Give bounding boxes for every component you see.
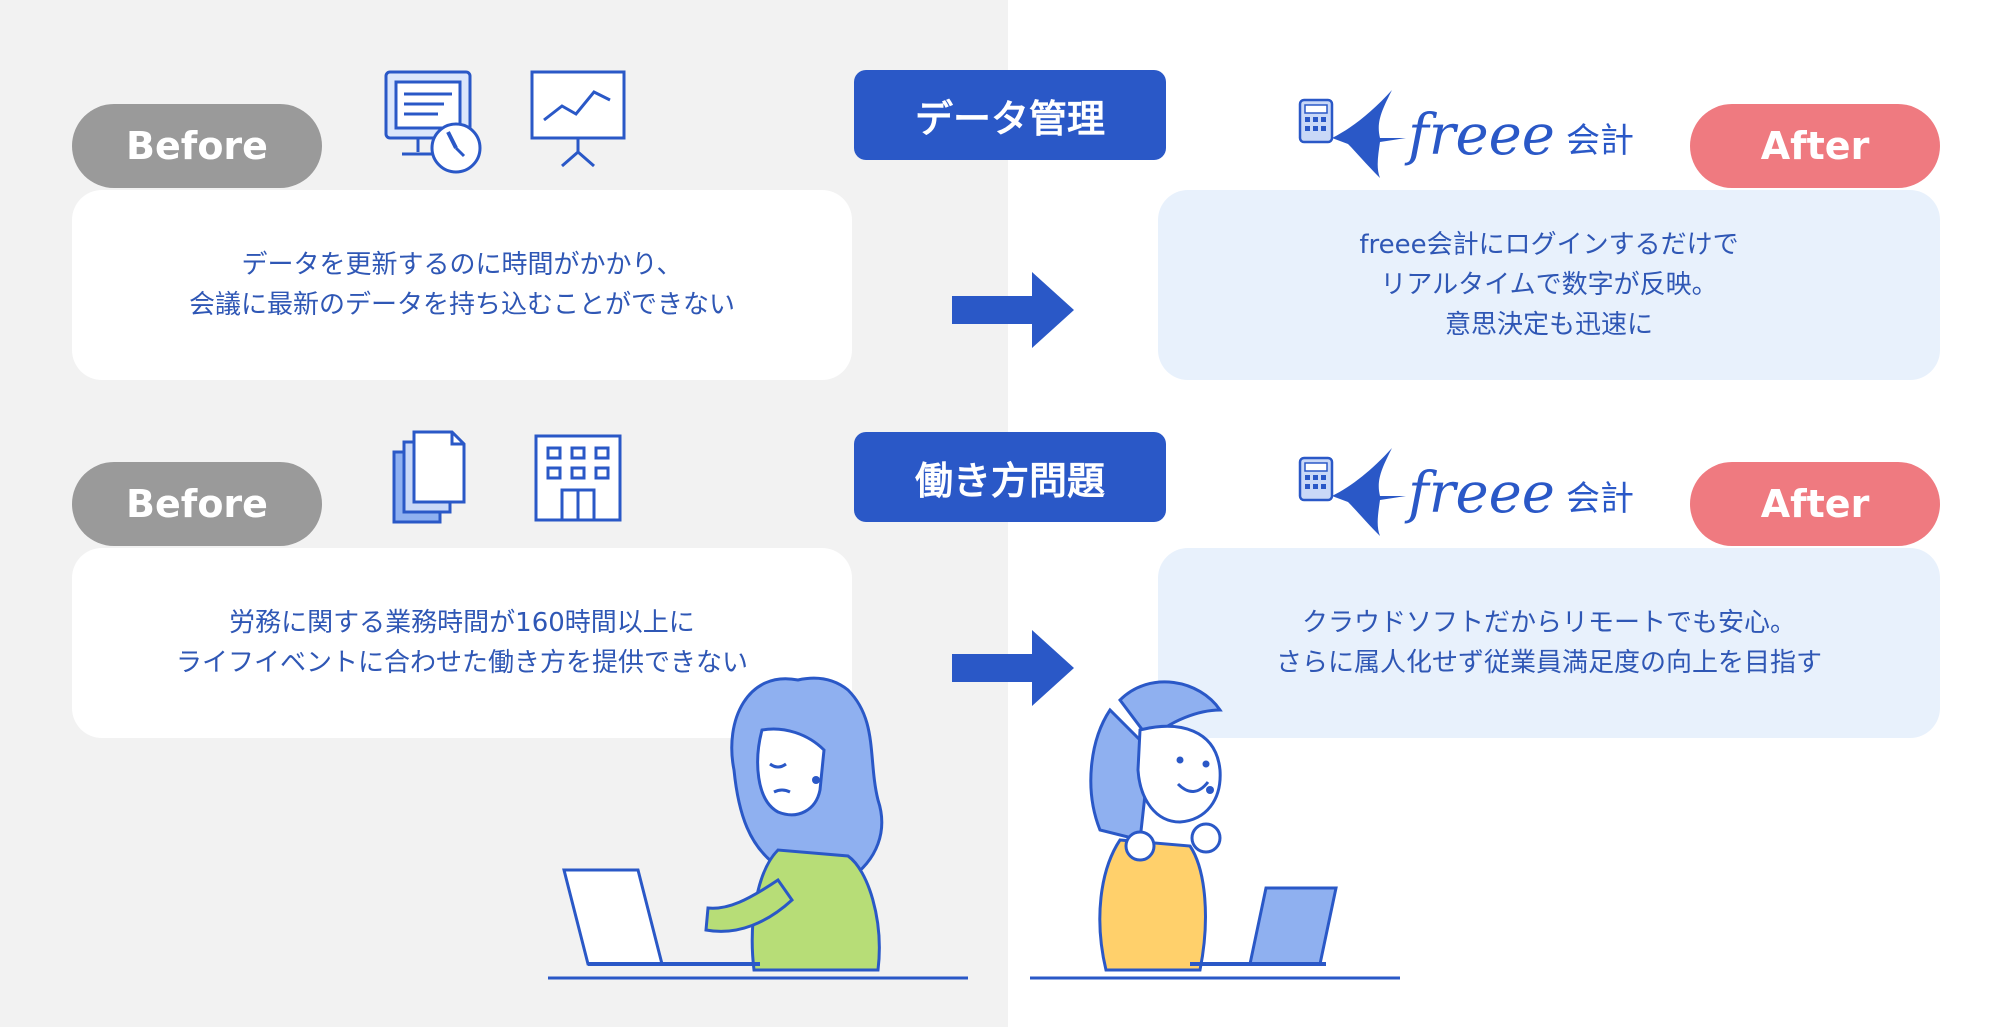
logo-brand-text: freee bbox=[1404, 103, 1555, 168]
before-text-line: 会議に最新のデータを持ち込むことができない bbox=[188, 290, 735, 320]
swallow-mark-icon bbox=[1332, 90, 1406, 178]
arrow-right-icon bbox=[952, 272, 1074, 348]
documents-icon bbox=[392, 430, 466, 524]
swallow-mark-icon bbox=[1332, 448, 1406, 536]
freee-logo: freee 会計 bbox=[1298, 90, 1634, 178]
building-icon bbox=[534, 434, 622, 522]
after-label: After bbox=[1690, 104, 1940, 188]
before-text-line: データを更新するのに時間がかかり、 bbox=[241, 250, 683, 280]
logo-brand-text: freee bbox=[1404, 461, 1555, 526]
after-text-line: 意思決定も迅速に bbox=[1444, 310, 1653, 340]
freee-logo: freee 会計 bbox=[1298, 448, 1634, 536]
after-text-line: さらに属人化せず従業員満足度の向上を目指す bbox=[1275, 648, 1822, 678]
after-text-line: クラウドソフトだからリモートでも安心。 bbox=[1301, 608, 1796, 638]
after-label: After bbox=[1690, 462, 1940, 546]
topic-work-style: 働き方問題 bbox=[854, 432, 1166, 522]
monitor-clock-icon bbox=[384, 70, 482, 174]
calculator-icon bbox=[1298, 456, 1334, 502]
logo-product-text: 会計 bbox=[1566, 121, 1634, 161]
before-text-line: 労務に関する業務時間が160時間以上に bbox=[229, 608, 695, 638]
before-text-line: ライフイベントに合わせた働き方を提供できない bbox=[175, 648, 748, 678]
happy-woman-illustration bbox=[1030, 680, 1400, 980]
after-text-line: リアルタイムで数字が反映。 bbox=[1380, 270, 1718, 300]
after-text-line: freee会計にログインするだけで bbox=[1359, 230, 1739, 260]
before-card-work: 労務に関する業務時間が160時間以上に ライフイベントに合わせた働き方を提供でき… bbox=[72, 548, 852, 738]
before-card-data: データを更新するのに時間がかかり、 会議に最新のデータを持ち込むことができない bbox=[72, 190, 852, 380]
before-label: Before bbox=[72, 104, 322, 188]
calculator-icon bbox=[1298, 98, 1334, 144]
after-card-data: freee会計にログインするだけで リアルタイムで数字が反映。 意思決定も迅速に bbox=[1158, 190, 1940, 380]
arrow-right-icon bbox=[952, 630, 1074, 706]
topic-data-management: データ管理 bbox=[854, 70, 1166, 160]
presentation-chart-icon bbox=[530, 70, 626, 168]
logo-product-text: 会計 bbox=[1566, 479, 1634, 519]
before-label: Before bbox=[72, 462, 322, 546]
after-card-work: クラウドソフトだからリモートでも安心。 さらに属人化せず従業員満足度の向上を目指… bbox=[1158, 548, 1940, 738]
worried-woman-illustration bbox=[548, 676, 968, 980]
